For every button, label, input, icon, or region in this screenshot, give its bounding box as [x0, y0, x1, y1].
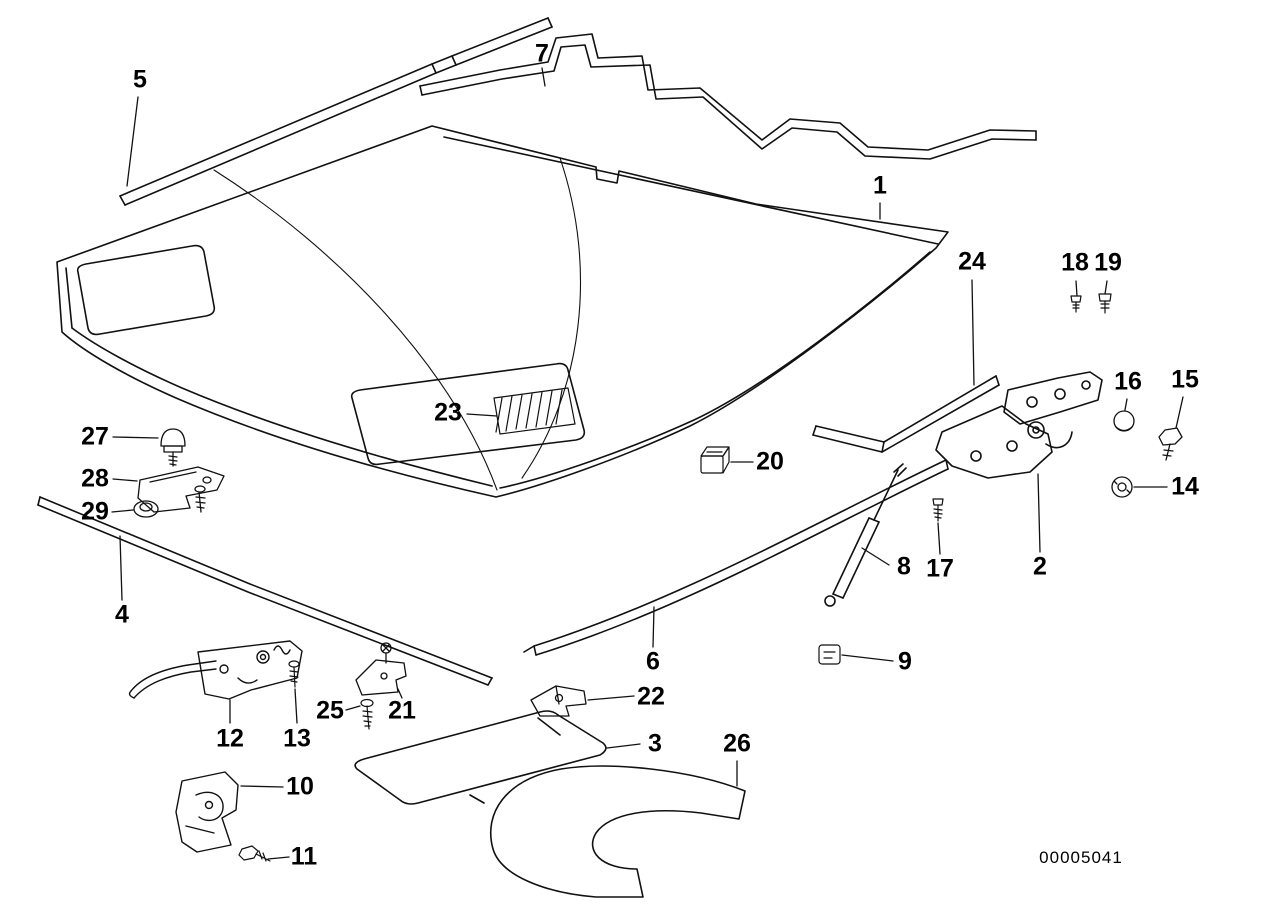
grommet-29: [133, 500, 159, 518]
callout-part-20[interactable]: 20: [756, 447, 784, 476]
gas-strut-8: [824, 463, 907, 607]
callout-part-26[interactable]: 26: [723, 729, 751, 758]
callout-part-4[interactable]: 4: [115, 600, 129, 629]
callout-part-12[interactable]: 12: [216, 724, 244, 753]
callout-part-22[interactable]: 22: [637, 682, 665, 711]
insulation-pad-3: [354, 710, 607, 805]
callout-part-23[interactable]: 23: [434, 398, 462, 427]
bracket-21: [355, 642, 407, 696]
callout-part-5[interactable]: 5: [133, 65, 147, 94]
screw-25: [360, 698, 374, 730]
grommet-20: [700, 446, 730, 474]
bracket-22: [530, 685, 587, 717]
callout-part-29[interactable]: 29: [81, 497, 109, 526]
callout-part-6[interactable]: 6: [646, 647, 660, 676]
callout-part-10[interactable]: 10: [286, 772, 314, 801]
callout-part-9[interactable]: 9: [898, 647, 912, 676]
bolt-17: [932, 498, 944, 522]
callout-part-25[interactable]: 25: [316, 696, 344, 725]
callout-part-18[interactable]: 18: [1061, 248, 1089, 277]
seal-strip-6: [523, 459, 949, 656]
callout-part-14[interactable]: 14: [1171, 472, 1199, 501]
hinge-rail-24: [812, 375, 1000, 453]
callout-part-11[interactable]: 11: [290, 842, 318, 871]
bolt-11: [238, 845, 271, 862]
bracket-28: [137, 466, 225, 513]
seal-strip-5: [119, 17, 553, 206]
clip-9: [818, 644, 841, 665]
bolt-19: [1098, 293, 1112, 314]
callout-part-28[interactable]: 28: [81, 464, 109, 493]
hood-hinge-2: [935, 371, 1103, 479]
callout-part-8[interactable]: 8: [897, 552, 911, 581]
callout-part-13[interactable]: 13: [283, 724, 311, 753]
hood-lock-12: [128, 640, 303, 700]
hood-latch-10: [175, 771, 239, 853]
buffer-27: [160, 428, 186, 467]
screw-13: [288, 660, 300, 688]
callout-part-7[interactable]: 7: [535, 39, 549, 68]
callout-part-21[interactable]: 21: [388, 696, 416, 725]
cowl-gasket-7: [419, 33, 1037, 160]
cap-nut-16: [1113, 410, 1135, 432]
callout-part-16[interactable]: 16: [1114, 367, 1142, 396]
bolt-18: [1070, 295, 1082, 313]
flange-nut-14: [1111, 476, 1133, 498]
callout-part-24[interactable]: 24: [958, 247, 986, 276]
callout-part-1[interactable]: 1: [873, 171, 887, 200]
sound-pad-26: [489, 765, 746, 898]
bolt-15: [1158, 427, 1183, 461]
callout-part-3[interactable]: 3: [648, 729, 662, 758]
leader-lines: [111, 67, 1184, 860]
hatched-strip-23: [493, 387, 576, 435]
drawing-number: 00005041: [1039, 848, 1123, 867]
callout-part-27[interactable]: 27: [81, 422, 109, 451]
callout-part-2[interactable]: 2: [1033, 552, 1047, 581]
hood-panel-1: [56, 125, 949, 498]
callout-part-19[interactable]: 19: [1094, 248, 1122, 277]
seal-strip-4: [37, 496, 493, 686]
callout-part-15[interactable]: 15: [1171, 365, 1199, 394]
callout-part-17[interactable]: 17: [926, 554, 954, 583]
